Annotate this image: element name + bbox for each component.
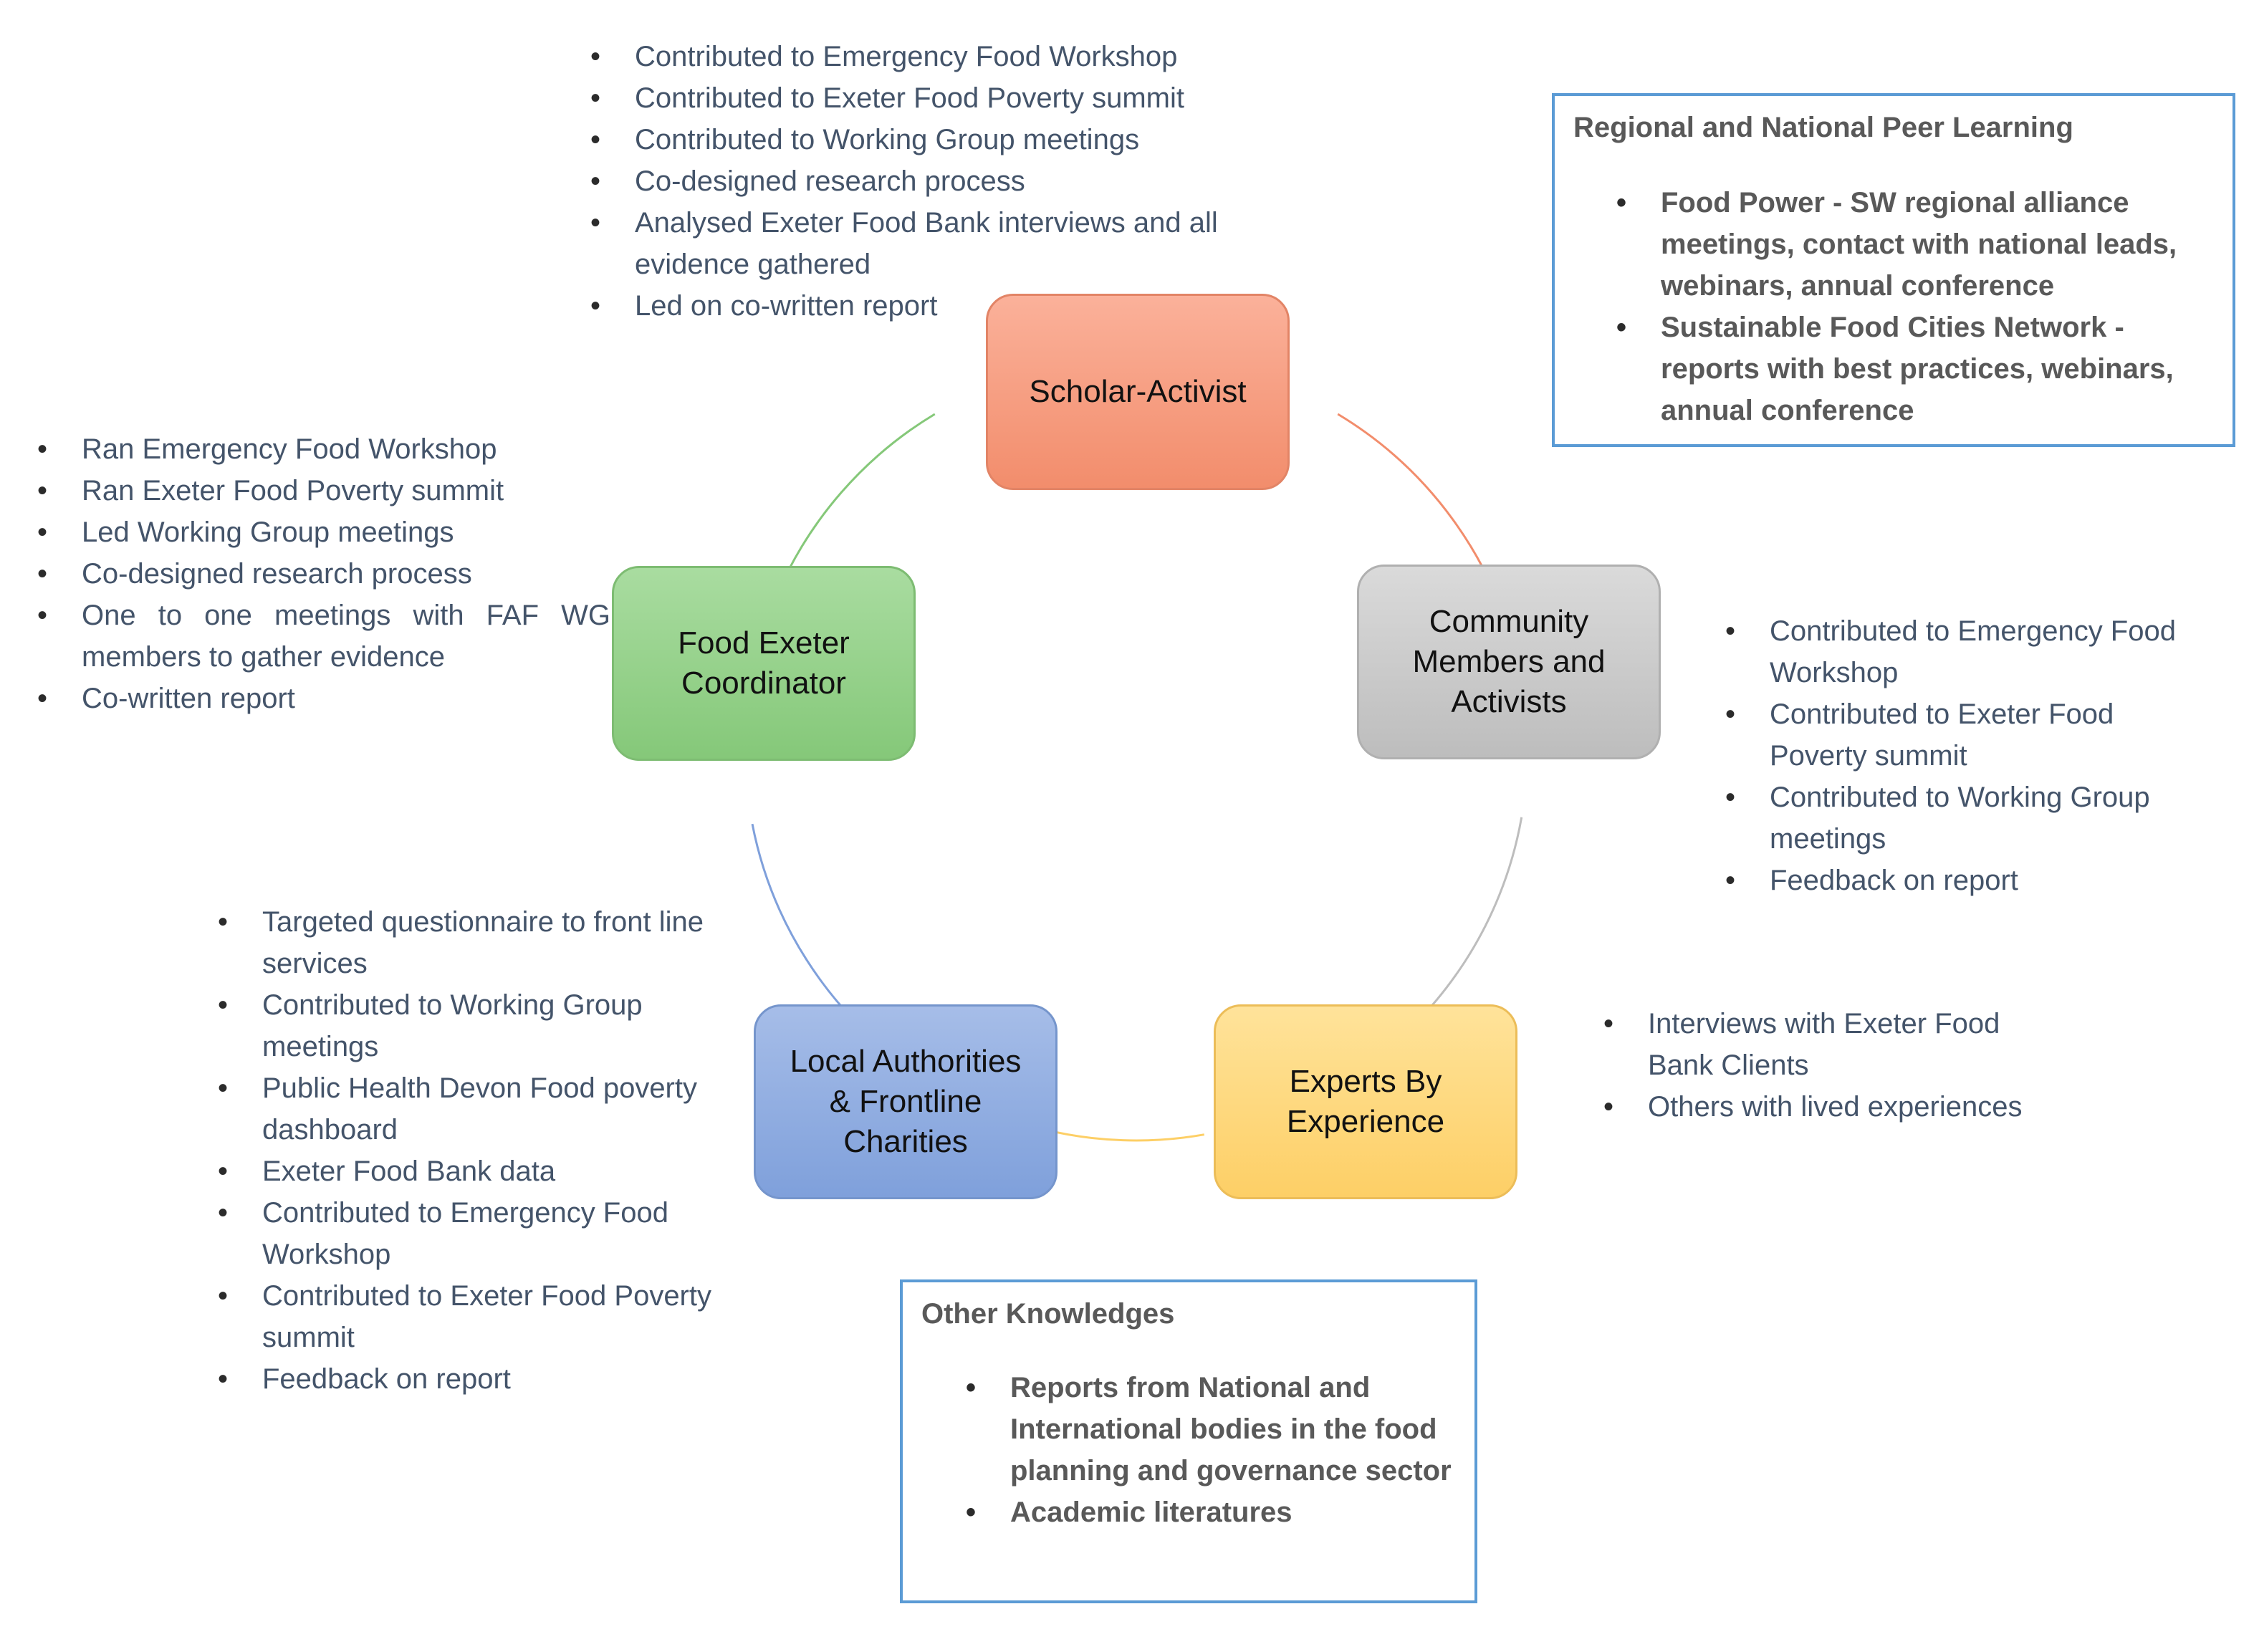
community-members-contributions: Contributed to Emergency Food Workshop C… [1720, 610, 2178, 901]
local-authorities-node: Local Authorities & Frontline Charities [754, 1004, 1058, 1199]
other-knowledges-box: Other Knowledges Reports from National a… [900, 1279, 1477, 1603]
list-item: Analysed Exeter Food Bank interviews and… [585, 202, 1287, 285]
list-item: Co-designed research process [585, 160, 1287, 202]
list-item: Led on co-written report [585, 285, 1287, 327]
list-item: Contributed to Exeter Food Poverty summi… [212, 1275, 728, 1358]
list-item: Contributed to Exeter Food Poverty summi… [1720, 693, 2178, 777]
list-item: Contributed to Working Group meetings [585, 119, 1287, 160]
list-item: Contributed to Emergency Food Workshop [212, 1192, 728, 1275]
food-exeter-coordinator-node: Food Exeter Coordinator [612, 566, 916, 761]
list-item: Exeter Food Bank data [212, 1151, 728, 1192]
list-item: One to one meetings with FAF WG members … [32, 595, 610, 678]
list-item: Led Working Group meetings [32, 512, 610, 553]
experts-by-experience-node: Experts By Experience [1214, 1004, 1517, 1199]
list-item: Contributed to Exeter Food Poverty summi… [585, 77, 1287, 119]
list-item: Ran Emergency Food Workshop [32, 428, 610, 470]
food-exeter-coordinator-contributions: Ran Emergency Food Workshop Ran Exeter F… [32, 428, 610, 719]
list-item: Interviews with Exeter Food Bank Clients [1598, 1003, 2028, 1086]
regional-national-peer-learning-box: Regional and National Peer Learning Food… [1552, 93, 2235, 447]
regional-box-list: Food Power - SW regional alliance meetin… [1611, 182, 2212, 431]
local-authorities-label: Local Authorities & Frontline Charities [790, 1044, 1022, 1159]
list-item: Contributed to Working Group meetings [212, 984, 728, 1067]
list-item: Ran Exeter Food Poverty summit [32, 470, 610, 512]
list-item: Reports from National and International … [960, 1367, 1454, 1492]
list-item: Feedback on report [1720, 860, 2178, 901]
local-authorities-contributions: Targeted questionnaire to front line ser… [212, 901, 728, 1400]
list-item: Co-written report [32, 678, 610, 719]
list-item: Others with lived experiences [1598, 1086, 2028, 1128]
list-item: Contributed to Working Group meetings [1720, 777, 2178, 860]
community-members-label: Community Members and Activists [1412, 604, 1606, 719]
other-box-list: Reports from National and International … [960, 1367, 1454, 1533]
community-members-node: Community Members and Activists [1357, 565, 1661, 759]
list-item: Sustainable Food Cities Network - report… [1611, 307, 2212, 431]
experts-by-experience-contributions: Interviews with Exeter Food Bank Clients… [1598, 1003, 2028, 1128]
food-exeter-coordinator-label: Food Exeter Coordinator [678, 625, 850, 701]
scholar-activist-label: Scholar-Activist [1029, 374, 1247, 409]
experts-by-experience-label: Experts By Experience [1286, 1064, 1445, 1139]
list-item: Feedback on report [212, 1358, 728, 1400]
list-item: Co-designed research process [32, 553, 610, 595]
list-item: Food Power - SW regional alliance meetin… [1611, 182, 2212, 307]
list-item: Targeted questionnaire to front line ser… [212, 901, 728, 984]
list-item: Contributed to Emergency Food Workshop [1720, 610, 2178, 693]
arc-experts-local [1041, 1128, 1205, 1142]
list-item: Contributed to Emergency Food Workshop [585, 36, 1287, 77]
other-box-title: Other Knowledges [921, 1298, 1175, 1330]
list-item: Academic literatures [960, 1492, 1454, 1533]
regional-box-title: Regional and National Peer Learning [1573, 112, 2073, 143]
list-item: Public Health Devon Food poverty dashboa… [212, 1067, 728, 1151]
scholar-activist-contributions: Contributed to Emergency Food Workshop C… [585, 36, 1287, 327]
